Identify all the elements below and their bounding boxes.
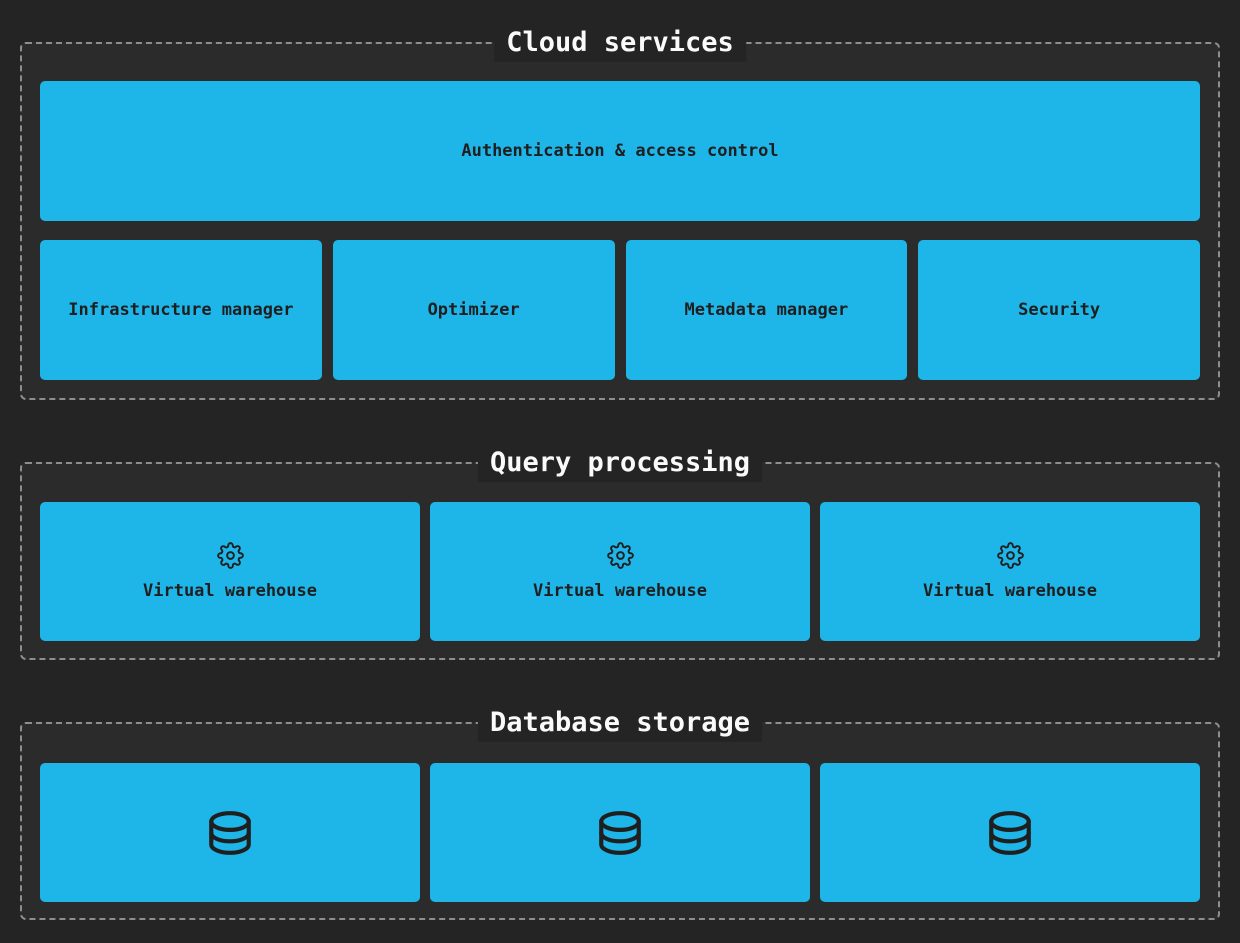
auth-access-control-box: Authentication & access control bbox=[40, 81, 1200, 221]
gear-icon bbox=[216, 542, 244, 569]
section-cloud-services: Cloud services Authentication & access c… bbox=[20, 23, 1220, 400]
database-icon bbox=[205, 806, 255, 860]
database-storage-box-row bbox=[40, 763, 1200, 902]
virtual-warehouse-box: Virtual warehouse bbox=[40, 502, 420, 641]
virtual-warehouse-box: Virtual warehouse bbox=[430, 502, 810, 641]
security-label: Security bbox=[1018, 300, 1101, 320]
section-title-cloud-services: Cloud services bbox=[494, 23, 746, 63]
infrastructure-manager-label: Infrastructure manager bbox=[68, 300, 294, 320]
virtual-warehouse-label: Virtual warehouse bbox=[533, 581, 707, 601]
database-icon bbox=[985, 806, 1035, 860]
database-box bbox=[430, 763, 810, 902]
auth-access-control-label: Authentication & access control bbox=[461, 141, 779, 161]
section-query-processing: Query processing Virtual warehouse Virtu… bbox=[20, 443, 1220, 660]
gear-icon bbox=[996, 542, 1024, 569]
security-box: Security bbox=[918, 240, 1200, 380]
metadata-manager-label: Metadata manager bbox=[684, 300, 849, 320]
gear-icon bbox=[606, 542, 634, 569]
cloud-services-box-row: Infrastructure manager Optimizer Metadat… bbox=[40, 240, 1200, 380]
optimizer-box: Optimizer bbox=[332, 240, 615, 380]
section-database-storage: Database storage bbox=[20, 703, 1220, 920]
query-processing-box-row: Virtual warehouse Virtual warehouse Virt… bbox=[40, 502, 1200, 641]
section-title-query-processing: Query processing bbox=[477, 443, 763, 483]
section-title-database-storage: Database storage bbox=[477, 703, 763, 743]
virtual-warehouse-label: Virtual warehouse bbox=[143, 581, 317, 601]
optimizer-label: Optimizer bbox=[427, 300, 520, 320]
database-box bbox=[40, 763, 420, 902]
metadata-manager-box: Metadata manager bbox=[625, 240, 908, 380]
virtual-warehouse-label: Virtual warehouse bbox=[923, 581, 1097, 601]
database-box bbox=[820, 763, 1200, 902]
virtual-warehouse-box: Virtual warehouse bbox=[820, 502, 1200, 641]
infrastructure-manager-box: Infrastructure manager bbox=[40, 240, 322, 380]
database-icon bbox=[595, 806, 645, 860]
